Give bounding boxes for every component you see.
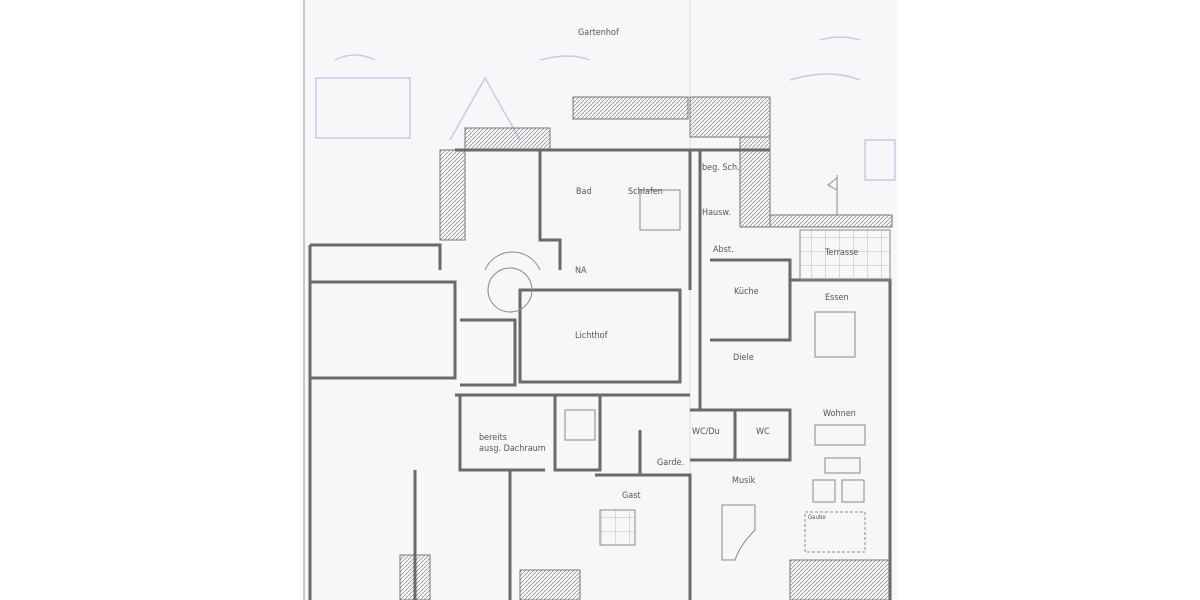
label-beg-sch: beg. Sch. [702,163,740,173]
label-diele: Diele [733,353,754,363]
details [484,175,891,561]
label-essen: Essen [825,293,849,303]
label-wc-du: WC/Du [692,427,720,437]
label-gartenhof: Gartenhof [578,28,619,38]
pencil-sketches [315,36,896,181]
label-dachraum-2: ausg. Dachraum [479,444,546,454]
label-hausw: Hausw. [702,208,731,218]
label-gaube: Gaube [808,514,826,521]
label-bad: Bad [576,187,592,197]
roof-hatching [399,96,893,600]
label-kueche: Küche [734,287,759,297]
label-lichthof: Lichthof [575,331,608,341]
label-dachraum-1: bereits [479,433,507,443]
label-garde: Garde. [657,458,684,468]
label-wc: WC [756,427,770,437]
label-na: NA [575,266,587,276]
room-labels: Gartenhof Bad Schlafen beg. Sch. Hausw. … [479,28,858,521]
label-musik: Musik [732,476,756,486]
label-wohnen: Wohnen [823,409,856,419]
label-terrasse: Terrasse [824,248,858,258]
label-abst: Abst. [713,245,734,255]
label-schlafen: Schlafen [628,187,663,197]
label-gast: Gast [622,491,641,501]
